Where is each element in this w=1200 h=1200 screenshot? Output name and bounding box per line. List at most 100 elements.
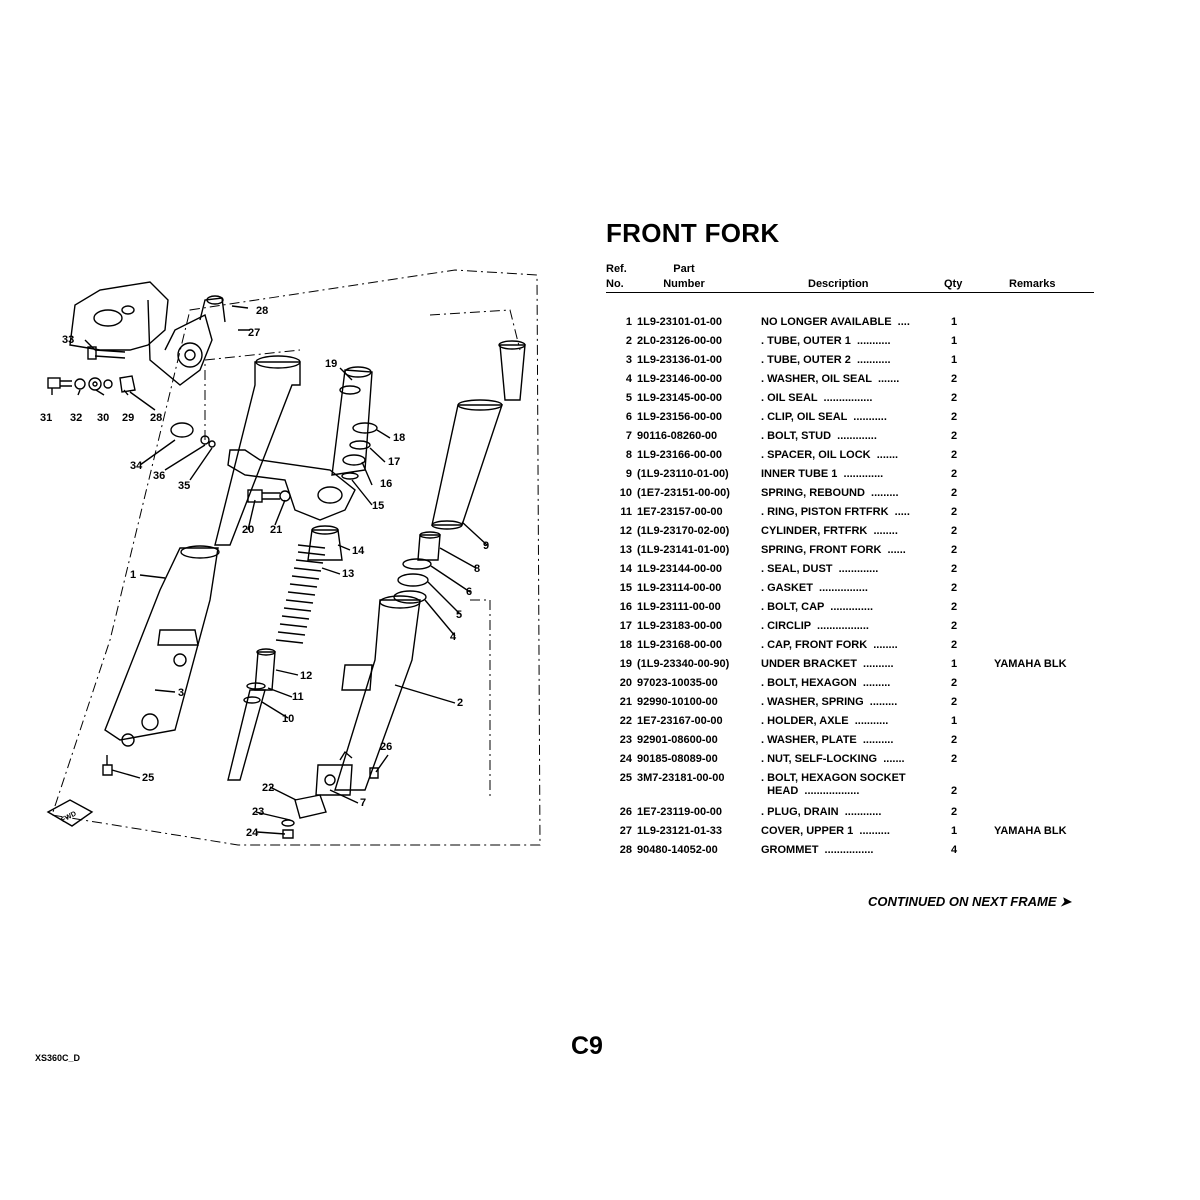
ref-cell: 21 bbox=[619, 696, 632, 708]
qty-cell: 2 bbox=[951, 449, 958, 461]
qty-cell: 2 bbox=[951, 373, 958, 385]
fwd-arrow bbox=[46, 799, 94, 827]
column-header-qty: Qty bbox=[944, 278, 963, 290]
ref-cell: 9 bbox=[625, 468, 632, 480]
qty-cell: 2 bbox=[951, 468, 958, 480]
description-cell: . SPACER, OIL LOCK ....... bbox=[761, 449, 899, 461]
column-header-ref-line2: No. bbox=[606, 278, 624, 290]
qty-cell: 2 bbox=[951, 753, 958, 765]
description-cell: UNDER BRACKET .......... bbox=[761, 658, 894, 670]
description-cell: COVER, UPPER 1 .......... bbox=[761, 825, 890, 837]
callout-label: 28 bbox=[150, 412, 162, 424]
document-id: XS360C_D bbox=[35, 1053, 81, 1063]
callout-label: 6 bbox=[466, 586, 472, 598]
callout-label: 27 bbox=[248, 327, 260, 339]
ref-cell: 14 bbox=[619, 563, 632, 575]
description-cell: SPRING, REBOUND ......... bbox=[761, 487, 899, 499]
qty-cell: 2 bbox=[951, 506, 958, 518]
part-number-cell: (1L9-23340-00-90) bbox=[637, 658, 730, 670]
description-cell: . WASHER, SPRING ......... bbox=[761, 696, 898, 708]
callout-label: 30 bbox=[97, 412, 109, 424]
callout-label: 17 bbox=[388, 456, 400, 468]
ref-cell: 4 bbox=[625, 373, 632, 385]
qty-cell: 2 bbox=[951, 525, 958, 537]
callout-label: 34 bbox=[130, 460, 143, 472]
ref-cell: 28 bbox=[619, 844, 632, 856]
part-number-cell: 1E7-23157-00-00 bbox=[637, 506, 723, 518]
callout-label: 3 bbox=[178, 687, 184, 699]
callout-label: 20 bbox=[242, 524, 254, 536]
table-row: 9(1L9-23110-01-00)INNER TUBE 1 .........… bbox=[606, 468, 1094, 487]
callout-label: 24 bbox=[246, 827, 259, 839]
ref-cell: 8 bbox=[625, 449, 632, 461]
table-row: 13(1L9-23141-01-00)SPRING, FRONT FORK ..… bbox=[606, 544, 1094, 563]
callout-label: 4 bbox=[450, 631, 457, 643]
part-number-cell: 90480-14052-00 bbox=[637, 844, 718, 856]
page-number: C9 bbox=[571, 1032, 603, 1060]
part-number-cell: 90185-08089-00 bbox=[637, 753, 718, 765]
callout-label: 31 bbox=[40, 412, 52, 424]
description-cell: . WASHER, OIL SEAL ....... bbox=[761, 373, 900, 385]
callout-label: 33 bbox=[62, 334, 74, 346]
qty-cell: 2 bbox=[951, 430, 958, 442]
callout-label: 15 bbox=[372, 500, 384, 512]
part-number-cell: 3M7-23181-00-00 bbox=[637, 772, 725, 784]
description-cell: . CAP, FRONT FORK ........ bbox=[761, 639, 898, 651]
part-number-cell: 1L9-23101-01-00 bbox=[637, 316, 723, 328]
ref-cell: 18 bbox=[619, 639, 632, 651]
remarks-cell: YAMAHA BLK bbox=[994, 658, 1067, 670]
description-cell: . BOLT, STUD ............. bbox=[761, 430, 877, 442]
callout-label: 1 bbox=[130, 569, 136, 581]
description-cell: SPRING, FRONT FORK ...... bbox=[761, 544, 906, 556]
under-bracket bbox=[227, 449, 356, 521]
description-cell: INNER TUBE 1 ............. bbox=[761, 468, 884, 480]
ref-cell: 24 bbox=[619, 753, 632, 765]
ref-cell: 15 bbox=[619, 582, 632, 594]
ref-cell: 2 bbox=[625, 335, 632, 347]
part-number-cell: 1L9-23166-00-00 bbox=[637, 449, 723, 461]
callout-label: 8 bbox=[474, 563, 480, 575]
table-row: 10(1E7-23151-00-00)SPRING, REBOUND .....… bbox=[606, 487, 1094, 506]
table-row: 8 1L9-23166-00-00 . SPACER, OIL LOCK .....… bbox=[606, 449, 1094, 468]
ref-cell: 1 bbox=[625, 316, 632, 328]
description-cell: . SEAL, DUST ............. bbox=[761, 563, 879, 575]
ref-cell: 5 bbox=[625, 392, 632, 404]
description-cell: CYLINDER, FRTFRK ........ bbox=[761, 525, 898, 537]
ref-cell: 16 bbox=[619, 601, 632, 613]
callout-label: 23 bbox=[252, 806, 264, 818]
callout-label: 22 bbox=[262, 782, 274, 794]
part-number-cell: 1L9-23156-00-00 bbox=[637, 411, 723, 423]
table-row: 18 1L9-23168-00-00 . CAP, FRONT FORK .....… bbox=[606, 639, 1094, 658]
column-header-remarks: Remarks bbox=[1009, 278, 1056, 290]
callout-label: 21 bbox=[270, 524, 282, 536]
callout-label: 32 bbox=[70, 412, 82, 424]
description-cell: . PLUG, DRAIN ............ bbox=[761, 806, 882, 818]
part-number-cell: 1E7-23119-00-00 bbox=[637, 806, 723, 818]
part-number-cell: 1L9-23183-00-00 bbox=[637, 620, 723, 632]
callout-label: 12 bbox=[300, 670, 312, 682]
ref-cell: 13 bbox=[619, 544, 632, 556]
part-number-cell: 90116-08260-00 bbox=[637, 430, 718, 442]
cover-upper-part bbox=[69, 281, 169, 351]
part-number-cell: 1E7-23167-00-00 bbox=[637, 715, 723, 727]
callout-label: 35 bbox=[178, 480, 190, 492]
inner-tube-left bbox=[214, 361, 301, 546]
part-number-cell: 1L9-23168-00-00 bbox=[637, 639, 723, 651]
outer-tube-right bbox=[334, 599, 421, 791]
qty-cell: 4 bbox=[951, 844, 958, 856]
description-cell: . BOLT, CAP .............. bbox=[761, 601, 874, 613]
ref-cell: 26 bbox=[619, 806, 632, 818]
ref-cell: 27 bbox=[619, 825, 632, 837]
qty-cell: 2 bbox=[951, 582, 958, 594]
part-number-cell: 92901-08600-00 bbox=[637, 734, 718, 746]
ref-cell: 7 bbox=[625, 430, 632, 442]
